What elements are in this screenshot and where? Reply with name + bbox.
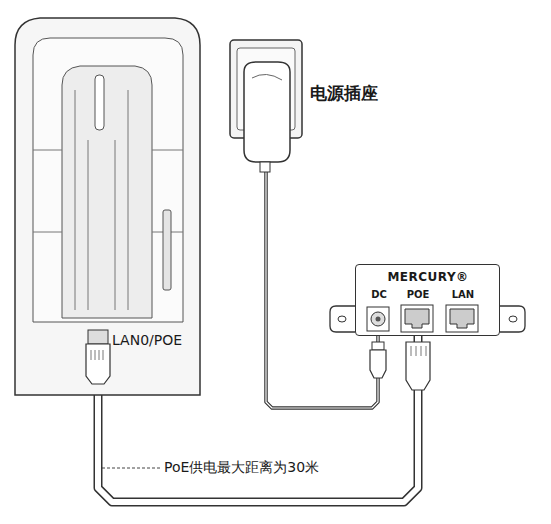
dc-pin [376, 317, 381, 322]
antenna-panel [62, 66, 152, 318]
leader-line [100, 400, 160, 468]
antenna-slot [95, 75, 104, 130]
plug-contacts [411, 346, 426, 356]
port-label: LAN [452, 289, 474, 301]
dc-jack [371, 312, 385, 326]
lan-socket [450, 309, 474, 328]
side-buttons [163, 210, 171, 290]
distance-note: PoE供电最大距离为30米 [161, 459, 322, 476]
adapter-strain-relief [260, 162, 270, 172]
cable-core [266, 138, 378, 408]
poe-injector: MERCURY®DC POE LAN [355, 264, 500, 336]
power-socket: 电源插座 [230, 40, 302, 138]
rj45-plug [86, 344, 110, 384]
ap-device: LAN0/POE [15, 18, 200, 395]
plug-contacts [91, 350, 103, 360]
power-cable [266, 138, 378, 408]
mount-hole [509, 316, 517, 322]
ap-housing [15, 18, 200, 395]
brand-label: MERCURY® [387, 271, 468, 285]
poe-port [401, 305, 433, 332]
socket-label: 电源插座 [310, 84, 378, 104]
antenna-ridges [33, 90, 183, 310]
lan-port [88, 330, 108, 344]
lan-port [446, 305, 478, 332]
port-label: POE [407, 289, 430, 301]
cable-group [266, 138, 378, 408]
port-label: LAN0/POE [112, 332, 182, 348]
dc-jack-frame [367, 307, 389, 331]
rj45-plug [406, 342, 430, 390]
mount-hole [338, 316, 346, 322]
power-adapter [244, 62, 290, 162]
poe-socket [405, 309, 429, 328]
dc-plug-tip [372, 342, 384, 350]
mount-flange [500, 306, 525, 332]
dc-plug [370, 350, 386, 378]
adapter-detail [252, 74, 282, 80]
port-label: DC [371, 289, 387, 301]
mount-flange [330, 306, 355, 332]
ap-frame [33, 38, 183, 322]
